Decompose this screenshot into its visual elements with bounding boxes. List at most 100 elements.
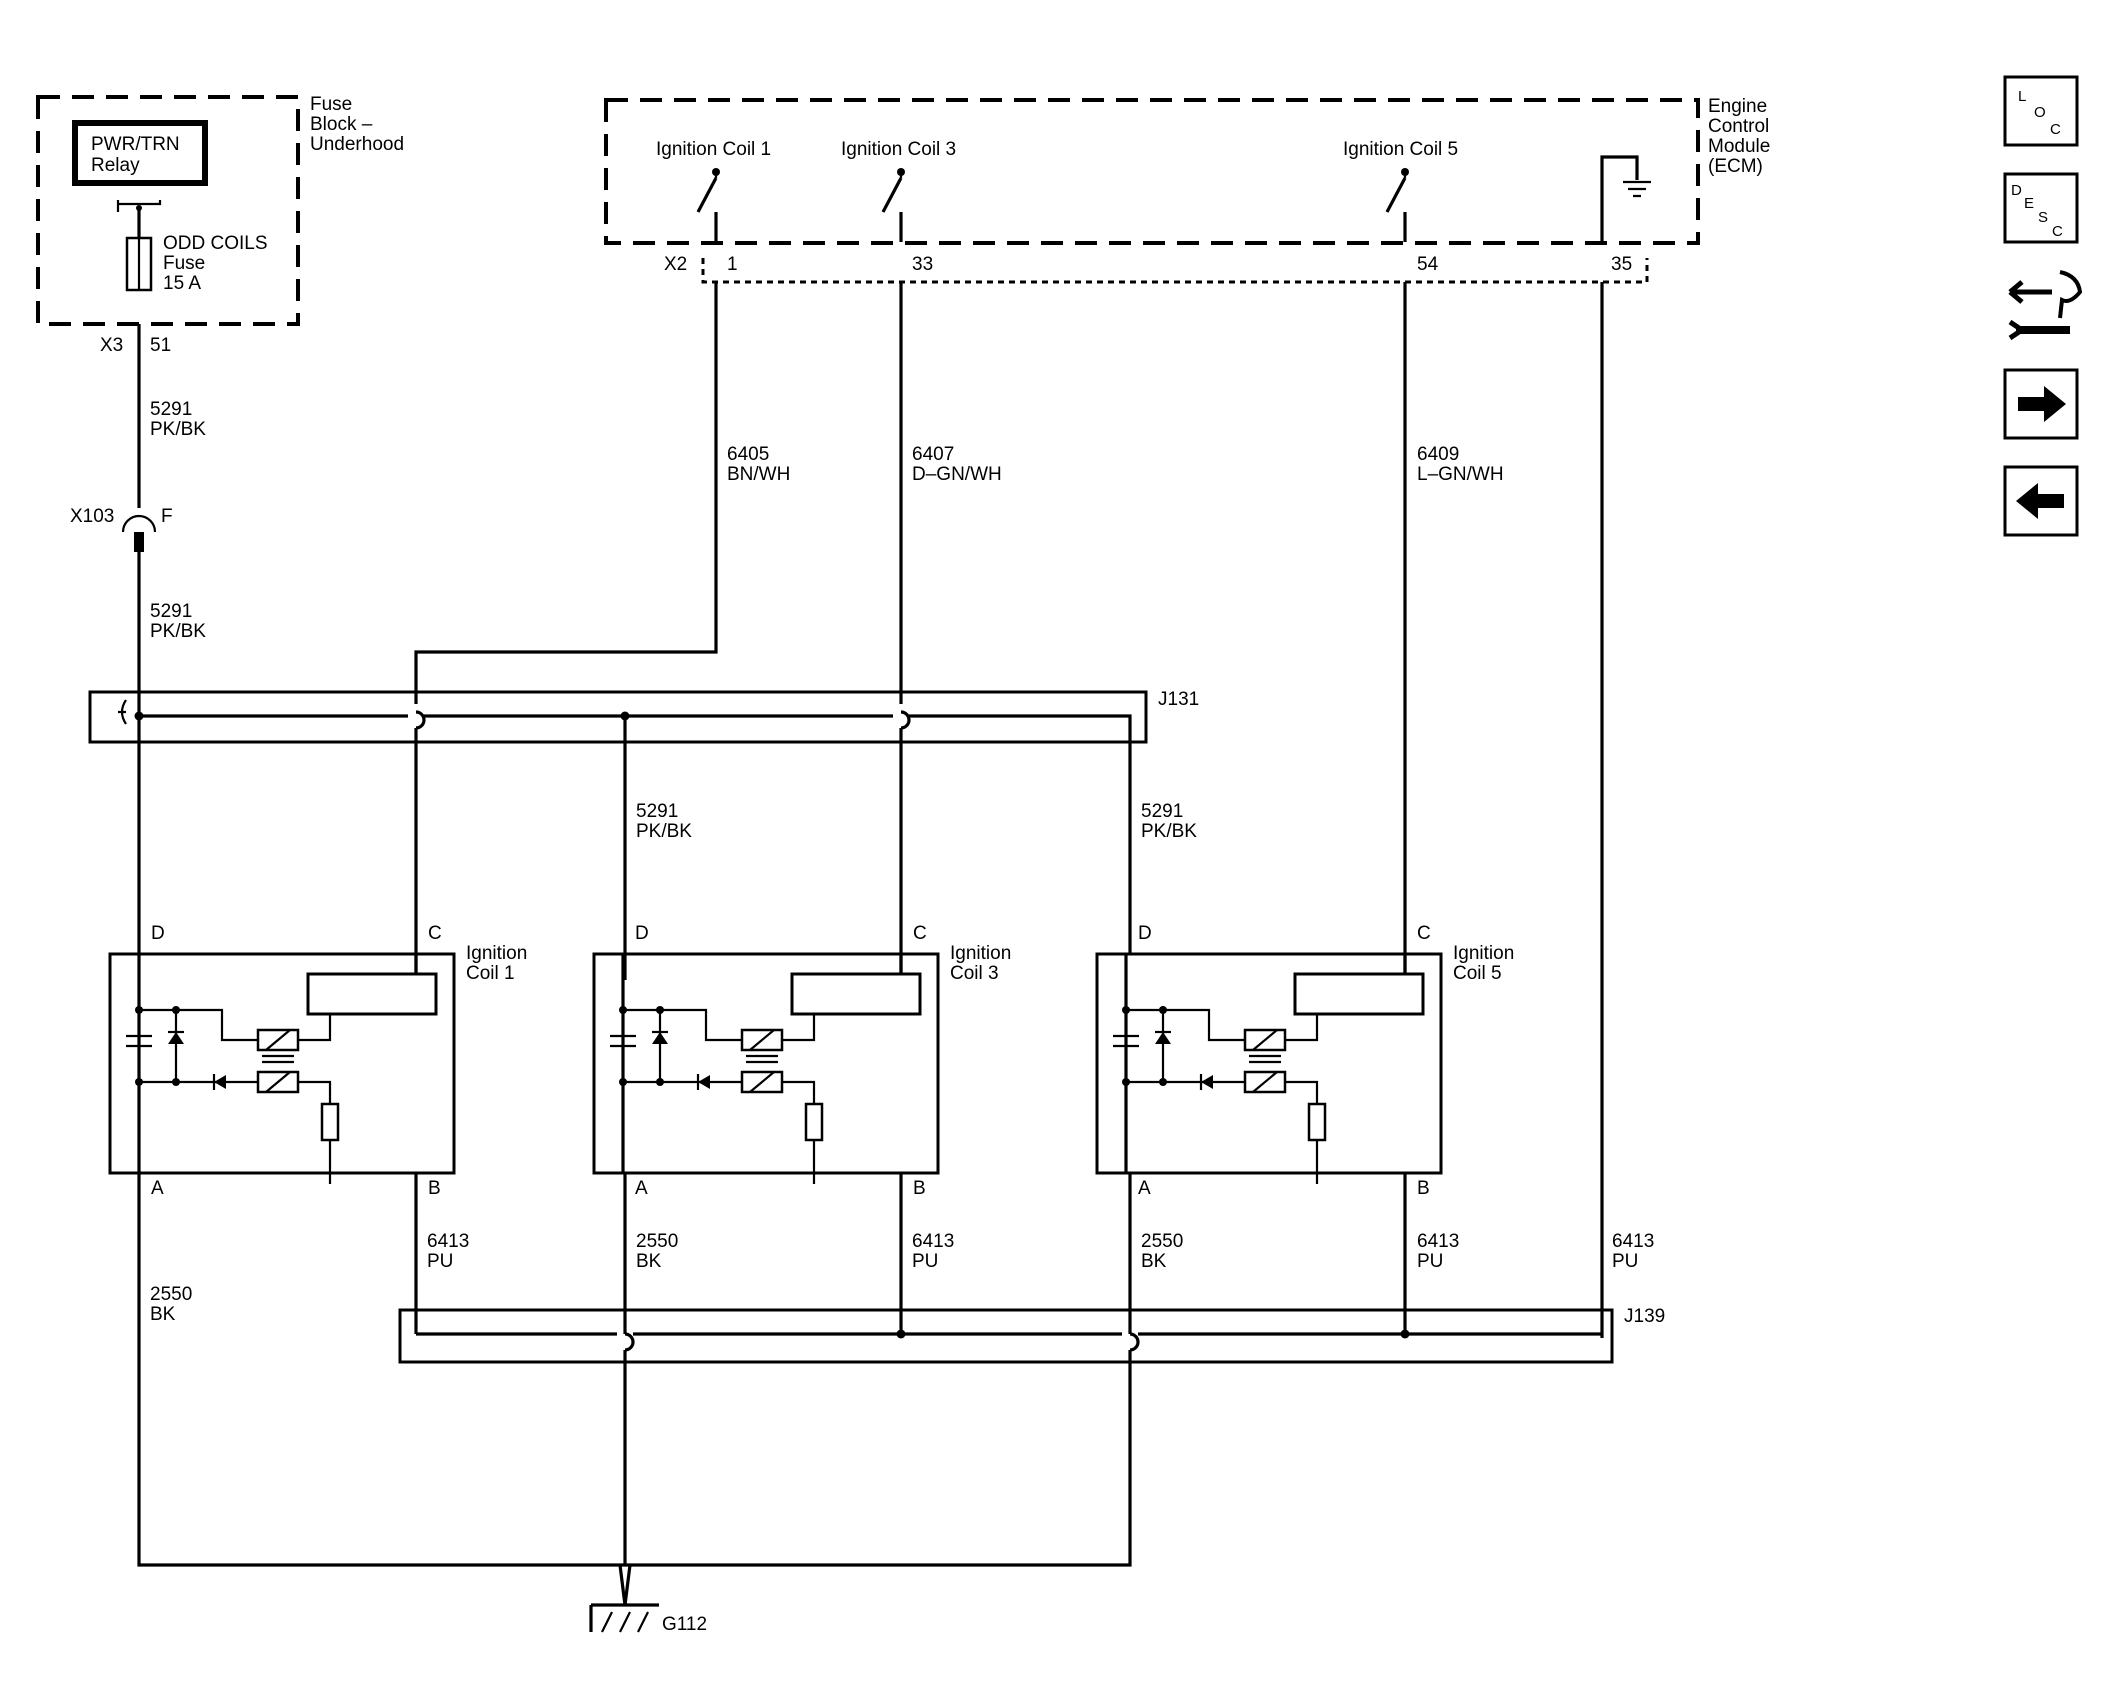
loc-letter-o: O <box>2034 104 2046 121</box>
ground-g112-label: G112 <box>662 1614 707 1635</box>
splice-j139-label: J139 <box>1624 1306 1665 1327</box>
coil-name: Ignition <box>950 943 1011 964</box>
wire-6407: 6407 D–GN/WH <box>899 282 1002 974</box>
arrow-right-button[interactable] <box>2003 368 2079 440</box>
wire-6405-number: 6405 <box>727 444 769 465</box>
coil-pin-b: B <box>1417 1178 1430 1199</box>
wire-2550-ground: 2550 BK 2550 BK 2550 BK <box>137 1173 1183 1606</box>
desc-letter-e: E <box>2024 195 2034 212</box>
ecm-title-4: (ECM) <box>1708 156 1763 177</box>
coil-driver-module <box>306 972 438 1016</box>
wire-5291-feed: 5291 PK/BK 5291 PK/BK <box>137 324 206 716</box>
loc-button[interactable]: L O C <box>2003 75 2079 147</box>
wire-5291-number-coil3: 5291 <box>636 801 678 822</box>
ecm-title-1: Engine <box>1708 96 1767 117</box>
inline-connector-x103: X103 F <box>70 506 173 552</box>
fuse-label-2: Fuse <box>163 253 205 274</box>
loc-letter-l: L <box>2018 88 2026 105</box>
ecm-pin-1: 1 <box>727 254 738 275</box>
relay-label-1: PWR/TRN <box>91 134 180 155</box>
wire-5291-color-upper: PK/BK <box>150 419 206 440</box>
fuse-block-title-2: Block – <box>310 114 373 135</box>
desc-letter-s: S <box>2038 209 2048 226</box>
coil-pin-a: A <box>1138 1178 1151 1199</box>
splice-j131: J131 <box>88 689 1199 880</box>
relay-label-2: Relay <box>91 155 140 176</box>
desc-letter-d: D <box>2011 182 2022 199</box>
ecm-connector: X2 <box>664 254 687 275</box>
coil-pin-d: D <box>1138 923 1152 944</box>
ecm-driver-label-coil3: Ignition Coil 3 <box>841 139 956 160</box>
wire-6409-number: 6409 <box>1417 444 1459 465</box>
wire-6413-color-ecm: PU <box>1612 1251 1638 1272</box>
coil-name: Ignition <box>1453 943 1514 964</box>
coil-pin-a: A <box>635 1178 648 1199</box>
ecm-pin-54: 54 <box>1417 254 1439 275</box>
ecm-driver-switch-3 <box>881 168 905 242</box>
coil-driver-module <box>1293 972 1425 1016</box>
wire-6413-number-coil3: 6413 <box>912 1231 954 1252</box>
coil-pin-a: A <box>151 1178 164 1199</box>
wire-6413-ecm: 6413 PU <box>1600 282 1654 1338</box>
coil-pin-d: D <box>151 923 165 944</box>
wire-6413-number-coil1: 6413 <box>427 1231 469 1252</box>
wire-6407-color: D–GN/WH <box>912 464 1002 485</box>
wire-5291-number-coil5: 5291 <box>1141 801 1183 822</box>
fuse-block-pin: 51 <box>150 335 171 356</box>
fuse-block-connector: X3 <box>100 335 123 356</box>
arrow-right-icon <box>2018 386 2066 422</box>
wire-6407-number: 6407 <box>912 444 954 465</box>
wire-6413-color-coil3: PU <box>912 1251 938 1272</box>
arrow-left-icon <box>2016 483 2064 519</box>
ground-g112-icon: G112 <box>589 1603 707 1635</box>
coil-name: Coil 5 <box>1453 963 1502 984</box>
desc-letter-c: C <box>2052 223 2063 240</box>
coil-driver-module <box>790 972 922 1016</box>
connector-wrench-icon[interactable] <box>2008 270 2083 341</box>
wire-5291-color-coil3: PK/BK <box>636 821 692 842</box>
coil-housing <box>1095 952 1443 1175</box>
coil-pin-b: B <box>913 1178 926 1199</box>
fuse-label-1: ODD COILS <box>163 233 268 254</box>
inline-connector-pin: F <box>161 506 173 527</box>
coil-name: Coil 3 <box>950 963 999 984</box>
ecm-pin-35: 35 <box>1611 254 1632 275</box>
wire-6413-coil-returns: 6413 PU 6413 PU 6413 PU <box>414 1173 1459 1334</box>
wire-2550-number-coil1: 2550 <box>150 1284 192 1305</box>
coil-pin-d: D <box>635 923 649 944</box>
wire-6405-color: BN/WH <box>727 464 790 485</box>
ecm-title-2: Control <box>1708 116 1769 137</box>
wire-2550-number-coil3: 2550 <box>636 1231 678 1252</box>
ecm-driver-label-coil5: Ignition Coil 5 <box>1343 139 1458 160</box>
pwr-trn-relay <box>72 120 208 186</box>
wire-6413-number-ecm: 6413 <box>1612 1231 1654 1252</box>
wire-5291-color-coil5: PK/BK <box>1141 821 1197 842</box>
wire-2550-number-coil5: 2550 <box>1141 1231 1183 1252</box>
wire-6413-color-coil5: PU <box>1417 1251 1443 1272</box>
wire-6409-color: L–GN/WH <box>1417 464 1504 485</box>
wire-2550-color-coil5: BK <box>1141 1251 1167 1272</box>
fuse-block-title-1: Fuse <box>310 94 352 115</box>
desc-button[interactable]: D E S C <box>2003 172 2079 244</box>
coil-housing <box>108 952 456 1175</box>
splice-j139: J139 <box>398 1306 1665 1364</box>
arrow-left-button[interactable] <box>2003 465 2079 537</box>
coil-pin-c: C <box>913 923 927 944</box>
coil-housing <box>592 952 940 1175</box>
ecm-pin-33: 33 <box>912 254 933 275</box>
inline-connector-name: X103 <box>70 506 114 527</box>
fuse-block-underhood: Fuse Block – Underhood PWR/TRN Relay ODD… <box>36 94 404 356</box>
ecm-ground-icon <box>1600 155 1651 242</box>
fuse-label-3: 15 A <box>163 273 201 294</box>
coil-pin-b: B <box>428 1178 441 1199</box>
engine-control-module: Engine Control Module (ECM) Ignition Coi… <box>604 96 1770 284</box>
fuse-block-title-3: Underhood <box>310 134 404 155</box>
wire-2550-color-coil3: BK <box>636 1251 662 1272</box>
coil-name: Coil 1 <box>466 963 515 984</box>
wire-6413-number-coil5: 6413 <box>1417 1231 1459 1252</box>
wire-6413-color-coil1: PU <box>427 1251 453 1272</box>
